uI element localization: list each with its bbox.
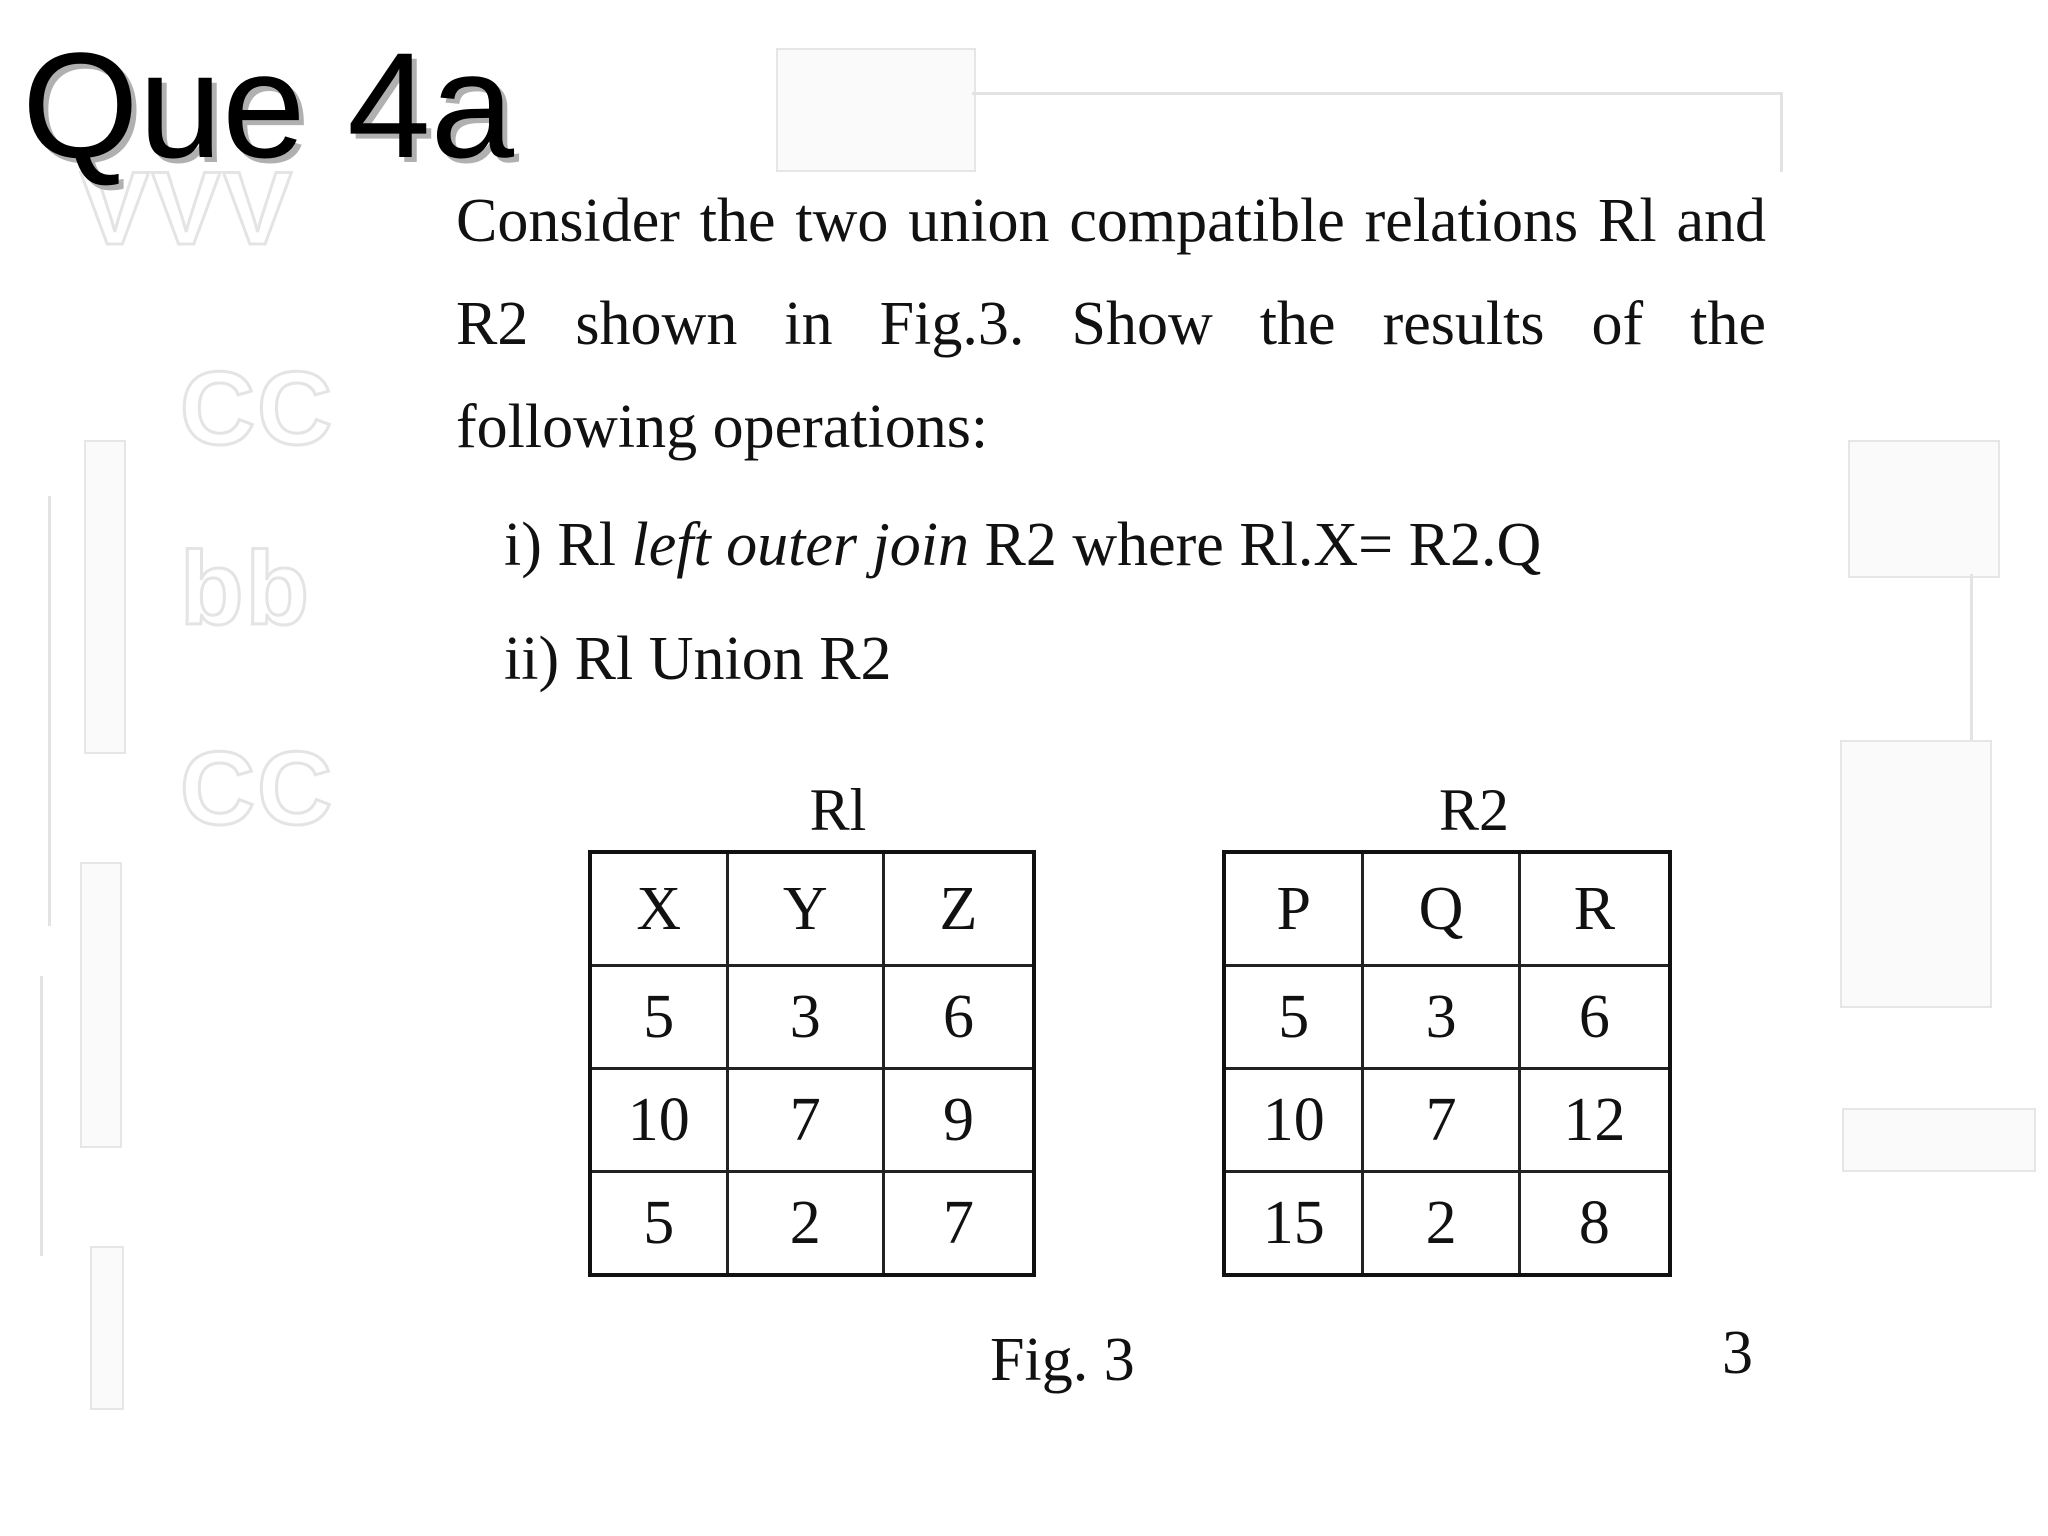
background-diagram-box xyxy=(1842,1108,2036,1172)
slide-title: Que 4a xyxy=(22,21,515,189)
table-cell: 9 xyxy=(881,1067,1036,1173)
question-text: Consider the two union compatible relati… xyxy=(456,170,1766,479)
operation-prefix: Rl Union R2 xyxy=(574,625,892,693)
question-line: R2 shown in Fig.3. Show the results of t… xyxy=(456,290,1766,358)
question-line: Consider the two union compatible relati… xyxy=(456,187,1766,255)
table-cell: 3 xyxy=(1361,964,1521,1070)
background-watermark-letters: bb xyxy=(178,530,312,649)
table-cell: 7 xyxy=(881,1170,1036,1277)
column-header: Y xyxy=(725,850,885,967)
table-cell: 5 xyxy=(588,964,729,1070)
column-header: R xyxy=(1517,850,1672,967)
page-number: 3 xyxy=(1722,1319,1753,1387)
background-connector xyxy=(1780,92,1783,172)
column-header: P xyxy=(1222,850,1365,967)
background-connector xyxy=(40,976,43,1256)
operation-item: ii) Rl Union R2 xyxy=(504,624,892,695)
table-cell: 10 xyxy=(588,1067,729,1173)
table-cell: 8 xyxy=(1517,1170,1672,1277)
table-row: 5 2 7 xyxy=(588,1170,1036,1277)
background-diagram-box xyxy=(90,1246,124,1410)
column-header: Q xyxy=(1361,850,1521,967)
operation-suffix: R2 where Rl.X= R2.Q xyxy=(984,511,1542,579)
operation-number: ii) xyxy=(504,625,560,693)
background-diagram-box xyxy=(776,48,976,172)
operation-number: i) xyxy=(504,511,542,579)
table-cell: 3 xyxy=(725,964,885,1070)
table-header-row: X Y Z xyxy=(588,850,1036,967)
relation-label-r1: Rl xyxy=(809,777,867,843)
table-cell: 5 xyxy=(588,1170,729,1277)
table-cell: 7 xyxy=(725,1067,885,1173)
operation-italic: left outer join xyxy=(631,511,969,579)
table-cell: 6 xyxy=(1517,964,1672,1070)
operation-item: i) Rl left outer join R2 where Rl.X= R2.… xyxy=(504,510,1541,581)
operation-prefix: Rl xyxy=(557,511,616,579)
background-diagram-box xyxy=(80,862,122,1148)
background-watermark-letters: CC xyxy=(178,350,335,469)
table-cell: 2 xyxy=(1361,1170,1521,1277)
background-connector xyxy=(48,496,51,926)
table-cell: 15 xyxy=(1222,1170,1365,1277)
question-line: following operations: xyxy=(456,393,989,461)
background-connector xyxy=(972,92,1782,95)
table-header-row: P Q R xyxy=(1222,850,1672,967)
table-row: 5 3 6 xyxy=(1222,964,1672,1070)
table-row: 10 7 9 xyxy=(588,1067,1036,1173)
background-diagram-box xyxy=(1840,740,1992,1008)
table-cell: 2 xyxy=(725,1170,885,1277)
table-row: 10 7 12 xyxy=(1222,1067,1672,1173)
column-header: Z xyxy=(881,850,1036,967)
background-watermark-letters: VVV xyxy=(78,150,295,269)
table-cell: 7 xyxy=(1361,1067,1521,1173)
relation-table-r1: X Y Z 5 3 6 10 7 9 5 2 7 xyxy=(588,850,1036,1277)
background-diagram-box xyxy=(84,440,126,754)
background-connector xyxy=(1970,574,1973,740)
table-row: 15 2 8 xyxy=(1222,1170,1672,1277)
background-watermark-letters: CC xyxy=(178,730,335,849)
table-cell: 5 xyxy=(1222,964,1365,1070)
relation-table-r2: P Q R 5 3 6 10 7 12 15 2 8 xyxy=(1222,850,1672,1277)
table-cell: 10 xyxy=(1222,1067,1365,1173)
relation-label-r2: R2 xyxy=(1438,777,1510,843)
table-cell: 12 xyxy=(1517,1067,1672,1173)
table-cell: 6 xyxy=(881,964,1036,1070)
figure-caption: Fig. 3 xyxy=(990,1326,1135,1394)
column-header: X xyxy=(588,850,729,967)
table-row: 5 3 6 xyxy=(588,964,1036,1070)
background-diagram-box xyxy=(1848,440,2000,578)
